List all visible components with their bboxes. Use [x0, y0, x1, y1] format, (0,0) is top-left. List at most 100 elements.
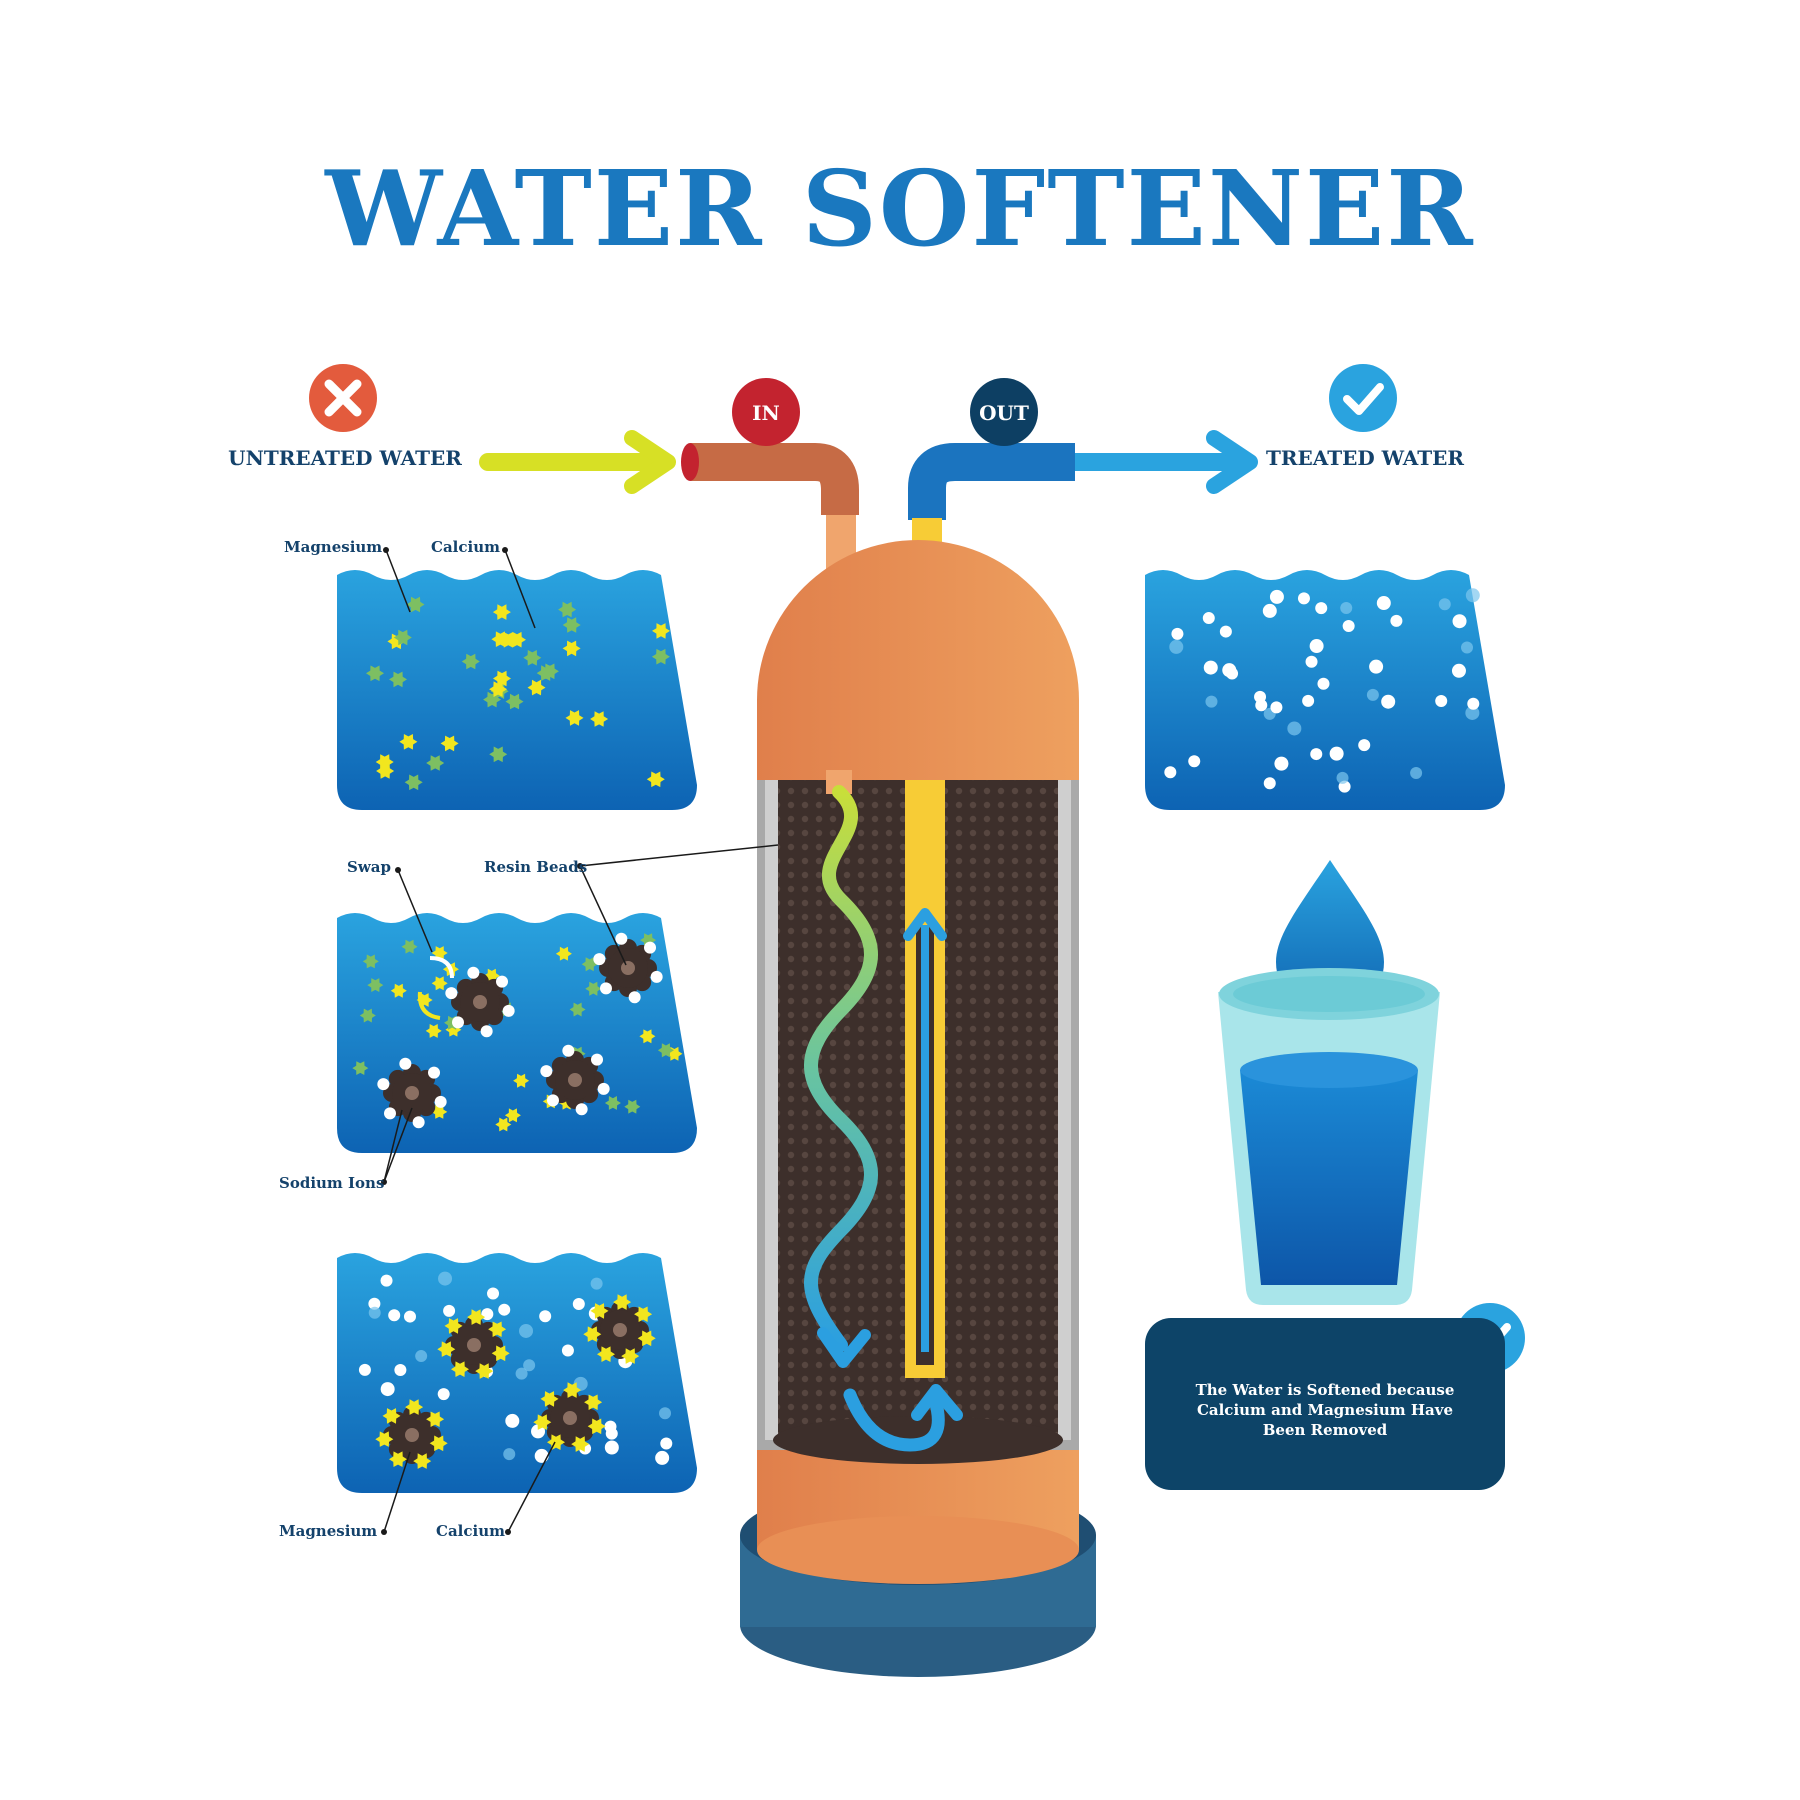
calcium-ion	[367, 978, 384, 992]
treated-water-label: TREATED WATER	[1266, 446, 1464, 470]
calcium-ion	[362, 954, 379, 969]
bound-mineral-ion	[375, 1431, 394, 1447]
sodium-ion	[519, 1323, 534, 1338]
resin-bead-center	[613, 1323, 627, 1337]
sodium-ion	[380, 1274, 393, 1287]
sodium-ion	[388, 1309, 401, 1322]
bound-mineral-ion	[590, 1303, 609, 1319]
resin-bead-center	[563, 1411, 577, 1425]
untreated-water-label: UNTREATED WATER	[228, 446, 462, 470]
magnesium-ion	[493, 670, 511, 687]
magnesium-ion	[499, 632, 518, 648]
sodium-ion	[1169, 639, 1184, 654]
sodium-ion	[650, 970, 663, 983]
bound-mineral-ion	[571, 1436, 590, 1452]
soft-water-panel	[1145, 570, 1505, 810]
sodium-ion	[428, 1066, 441, 1079]
sodium-ion	[1358, 739, 1371, 752]
sodium-ion	[1451, 663, 1466, 678]
sodium-ion	[1269, 589, 1284, 604]
resin-bead	[583, 1294, 656, 1364]
resin-bead-center	[568, 1073, 582, 1087]
sodium-ion	[660, 1437, 673, 1450]
leader-lines	[383, 549, 779, 1533]
sodium-ion	[1342, 620, 1355, 633]
sodium-ion	[1274, 756, 1289, 771]
resin-bead-center	[467, 1338, 481, 1352]
sodium-ion	[487, 1287, 500, 1300]
sodium-ion	[1438, 598, 1451, 611]
bound-mineral-ion	[583, 1326, 602, 1342]
sodium-ion	[1435, 695, 1448, 708]
magnesium-ion	[639, 1029, 656, 1044]
sodium-ion	[659, 1407, 672, 1420]
magnesium-ion	[495, 1117, 512, 1132]
in-label: IN	[752, 401, 780, 425]
sodium-ion	[593, 953, 606, 966]
sodium-ion	[403, 1310, 416, 1323]
bound-mineral-ion	[634, 1306, 653, 1322]
calcium-ion	[562, 617, 581, 633]
treated-water-arrow	[1061, 430, 1258, 494]
sodium-ion	[515, 1367, 528, 1380]
sodium-ion	[451, 1016, 464, 1029]
sodium-ion	[383, 1107, 396, 1120]
calcium-ion	[366, 665, 384, 682]
calcium-ion	[585, 981, 602, 996]
bound-mineral-ion	[444, 1318, 463, 1334]
magnesium-ion	[646, 771, 665, 788]
calcium-ion	[483, 691, 502, 708]
magnesium-ion	[565, 710, 584, 726]
sodium-ion	[368, 1306, 381, 1319]
sodium-ion	[1305, 655, 1318, 668]
sodium-ion	[575, 1103, 588, 1116]
swap-label: Swap	[347, 858, 391, 876]
calcium-ion	[651, 648, 670, 665]
sodium-ion	[1452, 614, 1467, 629]
outlet-riser-tube	[903, 780, 947, 1378]
bound-mineral-ion	[426, 1411, 445, 1427]
sodium-ion	[1336, 771, 1349, 784]
sodium-ion	[599, 982, 612, 995]
magnesium-ion	[555, 946, 572, 961]
sodium-ion	[523, 1359, 536, 1372]
sodium-ion	[597, 1082, 610, 1095]
sodium-ion	[540, 1065, 553, 1078]
magnesium-ion	[399, 734, 418, 750]
sodium-ion	[1203, 660, 1218, 675]
sodium-ion	[502, 1004, 515, 1017]
resin-bead-center	[405, 1428, 419, 1442]
bound-mineral-ion	[637, 1330, 656, 1347]
calcium-ion	[393, 629, 412, 646]
sodium-ion	[534, 1448, 549, 1463]
bound-mineral-ion	[563, 1382, 582, 1398]
bound-mineral-ion	[613, 1294, 632, 1310]
sodium-ion	[1310, 748, 1323, 761]
sodium-ion	[1202, 612, 1215, 625]
bound-mineral-ion	[587, 1418, 606, 1435]
calcium-ion	[523, 650, 542, 666]
calcium-ion	[461, 653, 480, 670]
sodium-ion	[1461, 641, 1474, 654]
bound-mineral-ion	[621, 1348, 640, 1364]
resin-beads-label: Resin Beads	[484, 858, 588, 876]
sodium-ion	[1219, 625, 1232, 638]
sodium-ion	[1309, 639, 1324, 654]
sodium-ion	[1270, 701, 1283, 714]
calcium-ion	[389, 671, 407, 688]
sodium-ion	[1366, 688, 1379, 701]
sodium-ion	[655, 1450, 670, 1465]
in-badge: IN	[732, 378, 800, 446]
sodium-ion	[561, 1344, 574, 1357]
sodium-ion	[604, 1420, 617, 1433]
sodium-ion	[1205, 695, 1218, 708]
magnesium-ion	[425, 1024, 442, 1038]
bound-mineral-ion	[533, 1414, 552, 1430]
sodium-ion	[1376, 596, 1391, 611]
bound-mineral-ion	[475, 1363, 494, 1379]
sodium-ion	[1390, 614, 1403, 627]
bound-mineral-ion	[389, 1451, 407, 1467]
sodium-ion	[1164, 766, 1177, 779]
sodium-ion	[1287, 721, 1302, 736]
